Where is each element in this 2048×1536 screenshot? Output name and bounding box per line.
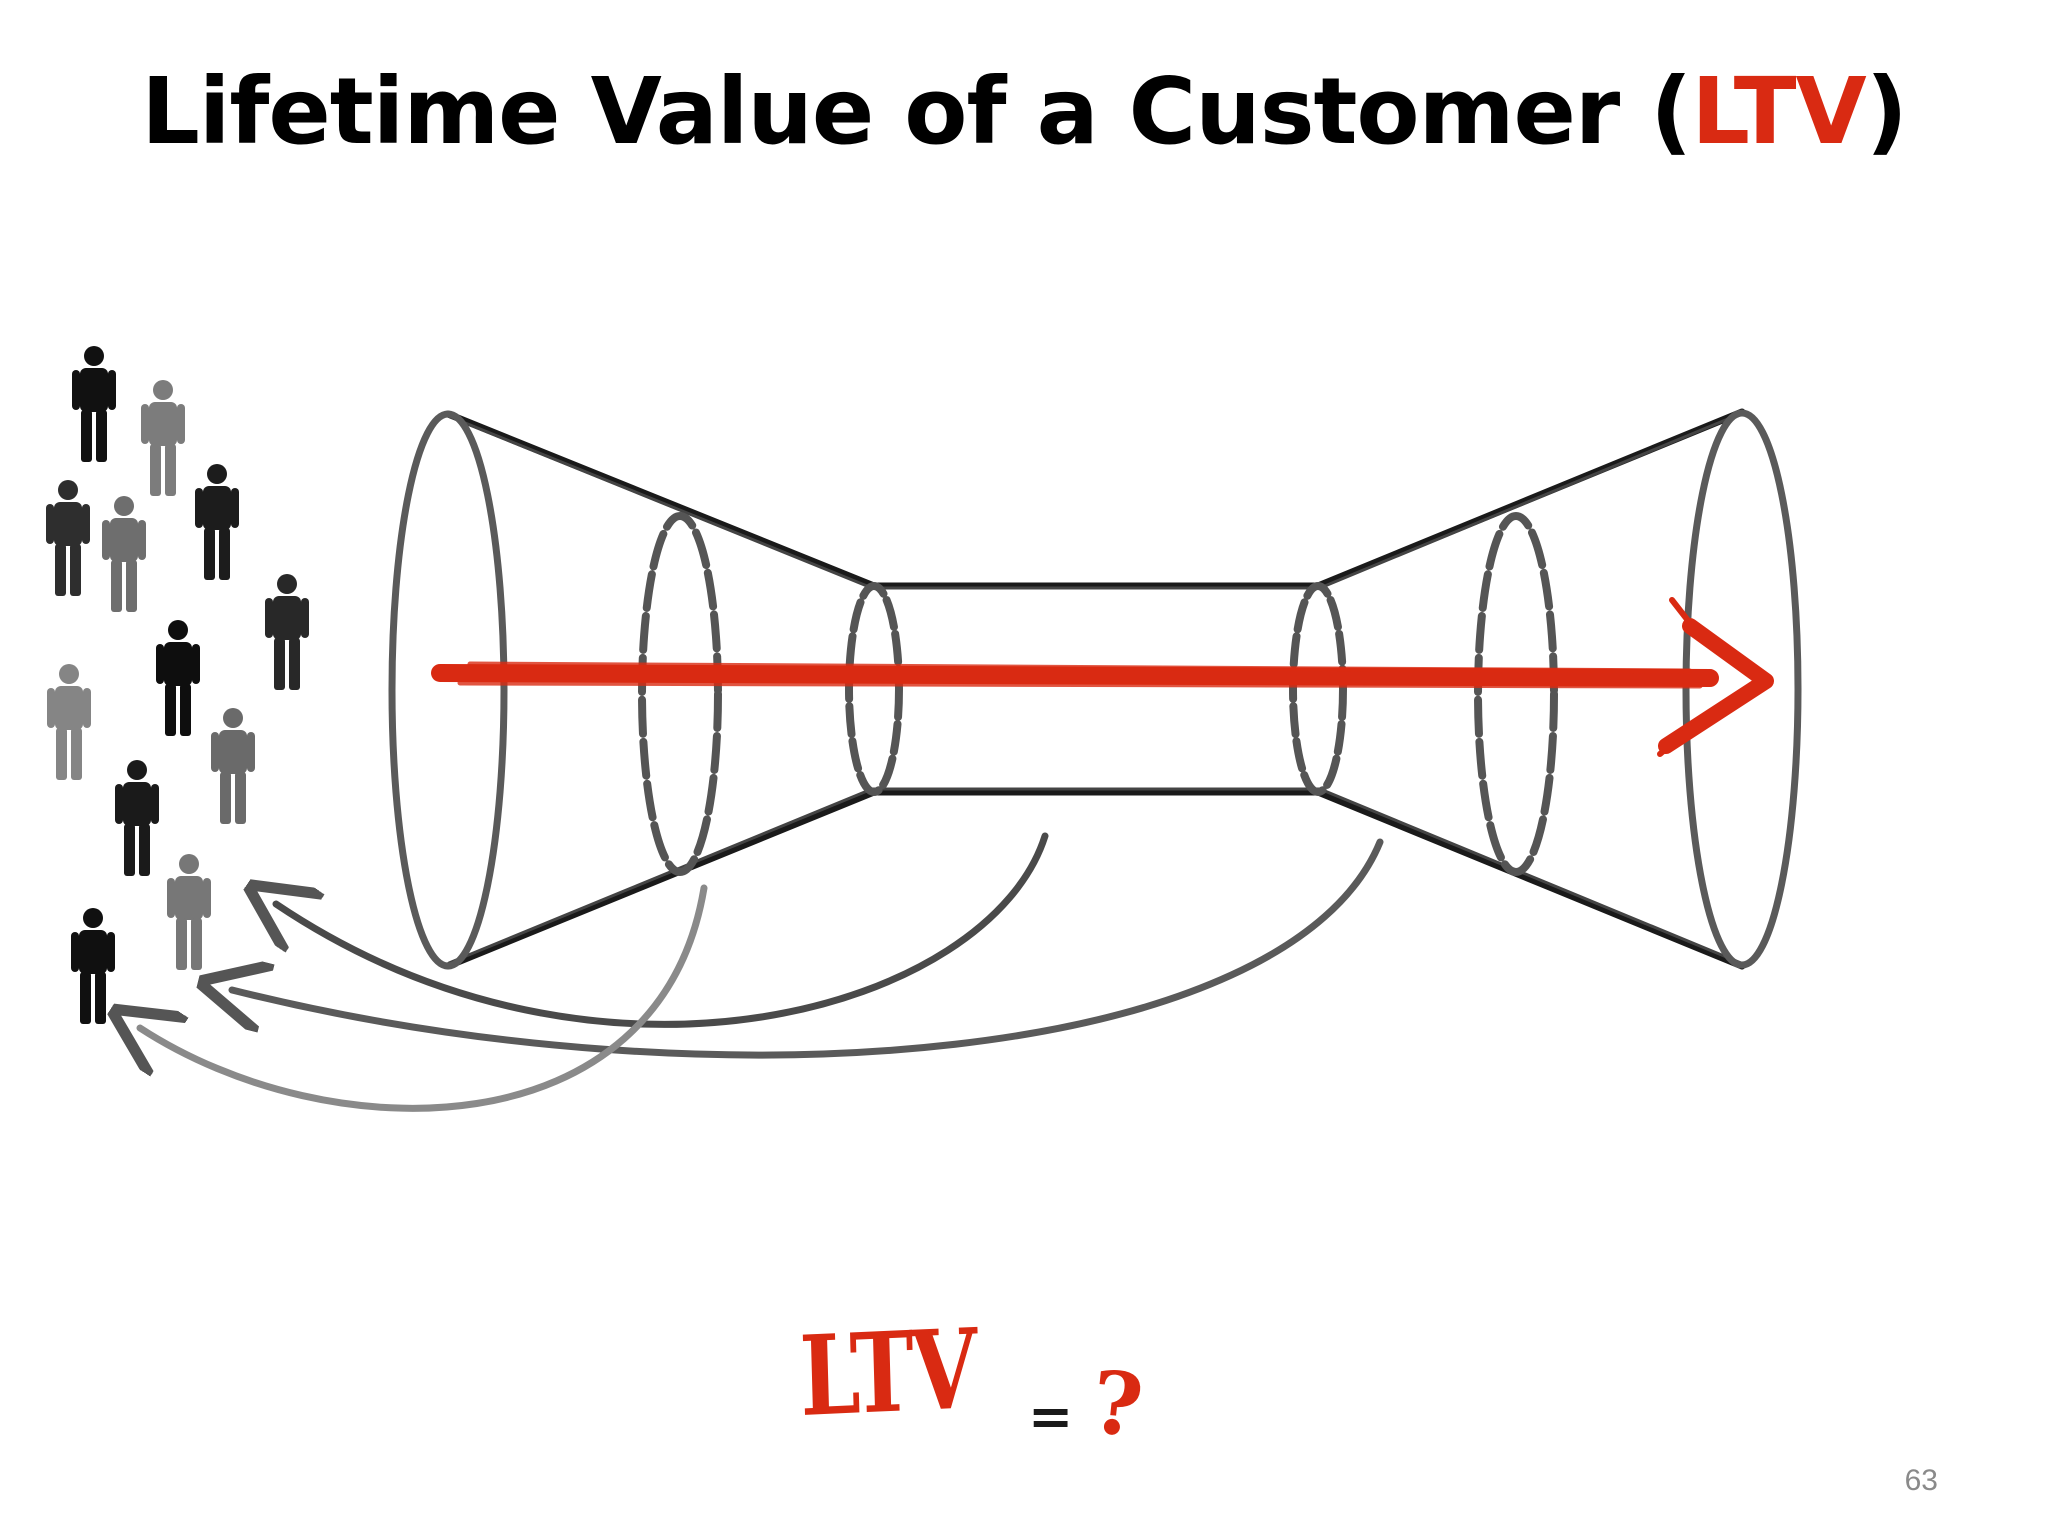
formula-equals: = [1028, 1384, 1074, 1448]
person-icon [167, 854, 211, 970]
funnel-ring-entry [388, 410, 508, 970]
curved-arrow-icon [276, 832, 1049, 1028]
person-icon [141, 380, 185, 496]
formula-unknown: ? [1086, 1351, 1148, 1458]
funnel-top-edge-sketch [446, 412, 1742, 590]
person-icon [46, 480, 90, 596]
title-highlight: LTV [1691, 58, 1866, 165]
person-icon [47, 664, 91, 780]
curved-arrow-icon [232, 838, 1384, 1059]
return-arrows [140, 832, 1384, 1112]
page-number: 63 [1904, 1464, 1938, 1497]
journey-arrow-icon [431, 597, 1774, 757]
funnel-ring-2 [638, 512, 722, 876]
title-suffix: ) [1865, 58, 1908, 165]
person-icon [156, 620, 200, 736]
person-icon [195, 464, 239, 580]
funnel-bottom-edge [444, 788, 1746, 970]
person-icon [211, 708, 255, 824]
person-icon [72, 346, 116, 462]
person-icon [115, 760, 159, 876]
funnel-ring-5 [1474, 512, 1558, 876]
funnel-bottom-edge-sketch [447, 787, 1743, 965]
person-icon [265, 574, 309, 690]
funnel-ring-3 [845, 582, 903, 796]
person-icon [71, 908, 115, 1024]
funnel-top-edge [444, 408, 1746, 590]
customer-crowd [46, 346, 309, 1024]
person-icon [102, 496, 146, 612]
funnel-ring-4 [1289, 582, 1347, 796]
customer-funnel [388, 408, 1802, 970]
slide-title: Lifetime Value of a Customer (LTV) [0, 58, 2048, 165]
ltv-formula: LTV = ? [798, 1304, 1147, 1457]
funnel-ring-exit [1682, 409, 1802, 969]
formula-term: LTV [798, 1304, 977, 1441]
title-prefix: Lifetime Value of a Customer ( [141, 58, 1692, 165]
curved-arrow-icon [140, 884, 708, 1112]
